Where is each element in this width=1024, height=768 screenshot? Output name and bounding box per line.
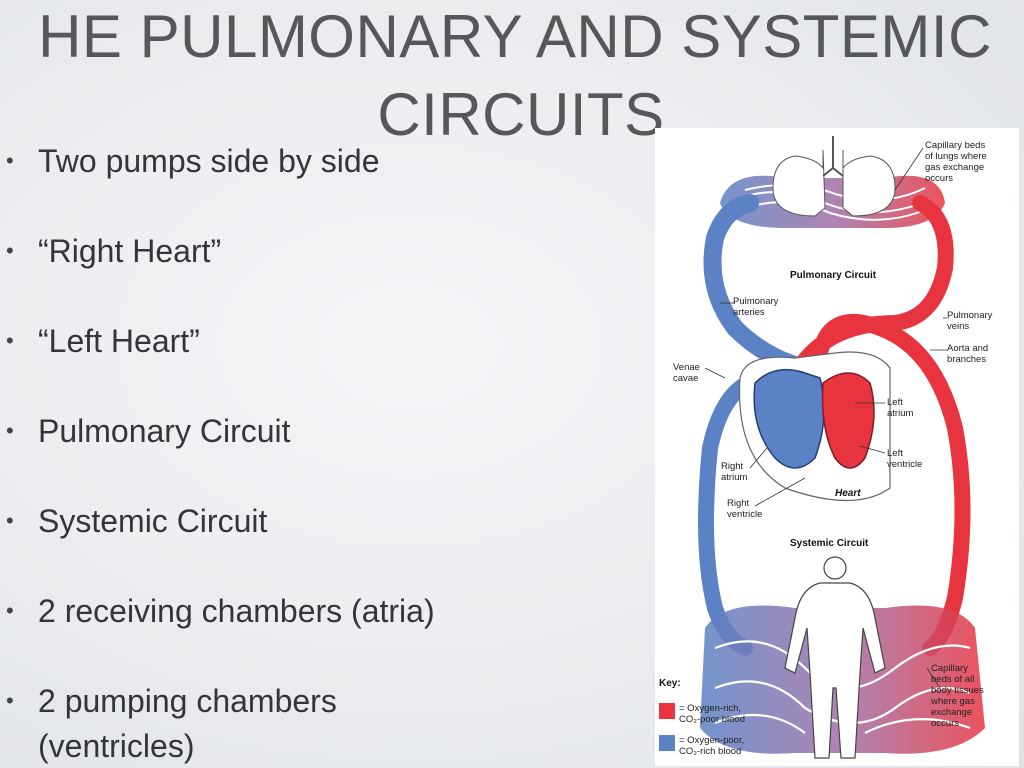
label-left-atrium: Left atrium bbox=[887, 397, 913, 419]
label-right-atrium: Right atrium bbox=[721, 461, 747, 483]
bullet-text: 2 receiving chambers (atria) bbox=[38, 593, 435, 629]
bullet-dot: • bbox=[6, 508, 14, 533]
key-swatch-blue bbox=[659, 735, 675, 751]
bullet-text: “Right Heart” bbox=[38, 233, 222, 269]
label-aorta: Aorta and branches bbox=[947, 343, 991, 365]
key-red-text: = Oxygen-rich, CO₂-poor blood bbox=[679, 703, 745, 725]
key-blue-text: = Oxygen-poor, CO₂-rich blood bbox=[679, 735, 747, 757]
label-pulmonary-circuit: Pulmonary Circuit bbox=[790, 270, 877, 281]
bullet-text: “Left Heart” bbox=[38, 323, 200, 359]
circulation-svg: Capillary beds of lungs where gas exchan… bbox=[659, 136, 995, 759]
lungs-icon bbox=[772, 136, 896, 217]
title-line-2: CIRCUITS bbox=[377, 81, 665, 148]
bullet-dot: • bbox=[6, 328, 14, 353]
aorta-vessel bbox=[812, 313, 971, 656]
pulmonary-artery-vessel bbox=[703, 194, 814, 377]
bullet-dot: • bbox=[6, 418, 14, 443]
legend-key: Key: = Oxygen-rich, CO₂-poor blood = Oxy… bbox=[659, 678, 747, 757]
left-heart-chambers bbox=[821, 372, 875, 469]
label-capillary-lungs: Capillary beds of lungs where gas exchan… bbox=[925, 140, 989, 184]
bullet-text: Pulmonary Circuit bbox=[38, 413, 291, 449]
label-pulmonary-veins: Pulmonary veins bbox=[947, 310, 995, 332]
label-left-ventricle: Left ventricle bbox=[887, 448, 922, 470]
circulation-diagram: Capillary beds of lungs where gas exchan… bbox=[655, 128, 1019, 766]
bullet-dot: • bbox=[6, 688, 14, 713]
slide-title: HE PULMONARY AND SYSTEMIC CIRCUITS bbox=[0, 0, 1024, 154]
title-line-1: HE PULMONARY AND SYSTEMIC bbox=[38, 3, 992, 70]
bullet-dot: • bbox=[6, 238, 14, 263]
leader-lines bbox=[704, 147, 947, 689]
bullet-dot: • bbox=[6, 598, 14, 623]
bullet-dot: • bbox=[6, 148, 14, 173]
bullet-text: (ventricles) bbox=[38, 728, 195, 764]
human-body-icon bbox=[784, 556, 886, 759]
key-title: Key: bbox=[659, 678, 681, 689]
label-pulmonary-arteries: Pulmonary arteries bbox=[733, 296, 781, 318]
label-venae-cavae: Venae cavae bbox=[673, 362, 703, 384]
key-swatch-red bbox=[659, 703, 675, 719]
label-right-ventricle: Right ventricle bbox=[727, 498, 762, 520]
label-systemic-circuit: Systemic Circuit bbox=[790, 538, 869, 549]
label-capillary-body: Capillary beds of all body tissues where… bbox=[930, 663, 986, 729]
bullet-text: Systemic Circuit bbox=[38, 503, 268, 539]
bullet-text: Two pumps side by side bbox=[38, 143, 380, 179]
right-heart-chambers bbox=[753, 368, 825, 469]
label-heart: Heart bbox=[835, 488, 861, 499]
bullet-text: 2 pumping chambers bbox=[38, 683, 337, 719]
